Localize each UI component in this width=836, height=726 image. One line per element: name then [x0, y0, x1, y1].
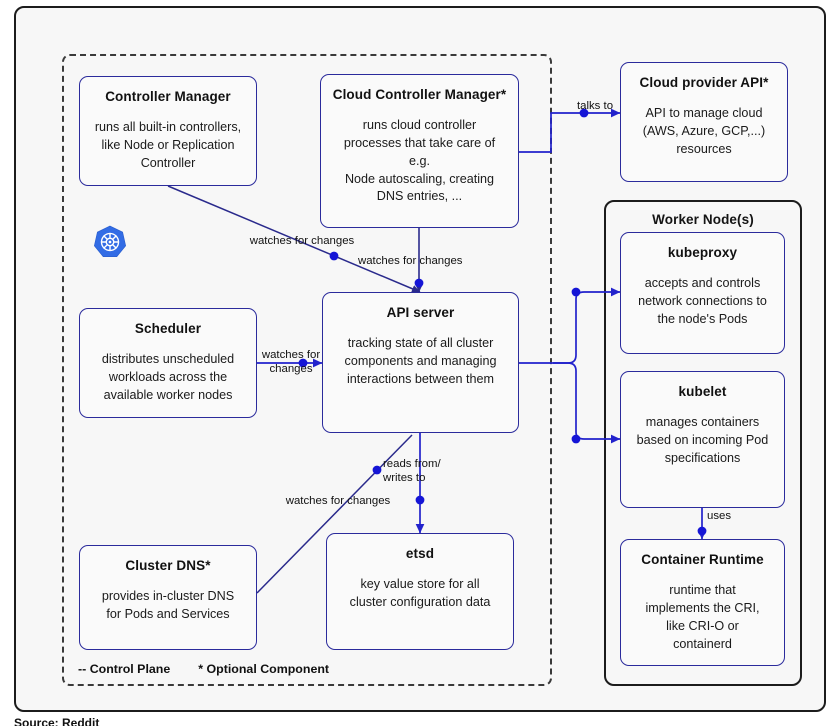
scheduler-desc: distributes unscheduled workloads across…	[101, 351, 235, 402]
kubelet-desc: manages containers based on incoming Pod…	[636, 414, 769, 465]
node-controller-manager[interactable]: Controller Manager runs all built-in con…	[79, 76, 257, 186]
cloud-provider-api-desc: API to manage cloud (AWS, Azure, GCP,...…	[642, 105, 766, 156]
node-cluster-dns[interactable]: Cluster DNS* provides in-cluster DNS for…	[79, 545, 257, 650]
kubeproxy-title: kubeproxy	[667, 245, 738, 260]
cloud-provider-api-title: Cloud provider API*	[639, 75, 769, 90]
legend: -- Control Plane * Optional Component	[78, 662, 329, 676]
etcd-title: etsd	[405, 546, 435, 561]
cloud-controller-manager-title: Cloud Controller Manager*	[332, 87, 507, 102]
node-container-runtime[interactable]: Container Runtime runtime that implement…	[620, 539, 785, 666]
cluster-dns-title: Cluster DNS*	[125, 558, 211, 573]
edge-label-watches-cluster-dns: watches for changes	[285, 495, 391, 507]
kubernetes-logo-icon	[93, 225, 127, 257]
node-cloud-provider-api[interactable]: Cloud provider API* API to manage cloud …	[620, 62, 788, 182]
node-api-server[interactable]: API server tracking state of all cluster…	[322, 292, 519, 433]
cluster-dns-desc: provides in-cluster DNS for Pods and Ser…	[101, 588, 235, 621]
worker-node-title: Worker Node(s)	[652, 212, 754, 227]
controller-manager-title: Controller Manager	[105, 89, 231, 104]
node-scheduler[interactable]: Scheduler distributes unscheduled worklo…	[79, 308, 257, 418]
kubelet-title: kubelet	[678, 384, 727, 399]
source-note: Source: Reddit	[14, 716, 100, 726]
api-server-desc: tracking state of all cluster components…	[344, 335, 497, 386]
edge-label-watches-controller-manager: watches for changes	[249, 235, 355, 247]
node-cloud-controller-manager[interactable]: Cloud Controller Manager* runs cloud con…	[320, 74, 519, 228]
edge-label-talks-to: talks to	[576, 100, 614, 112]
node-kubelet[interactable]: kubelet manages containers based on inco…	[620, 371, 785, 508]
node-etcd[interactable]: etsd key value store for all cluster con…	[326, 533, 514, 650]
legend-optional-component: * Optional Component	[198, 662, 330, 676]
cloud-controller-manager-desc: runs cloud controller processes that tak…	[343, 117, 496, 204]
api-server-title: API server	[386, 305, 455, 320]
node-kubeproxy[interactable]: kubeproxy accepts and controls network c…	[620, 232, 785, 354]
container-runtime-desc: runtime that implements the CRI, like CR…	[645, 582, 760, 651]
kubeproxy-desc: accepts and controls network connections…	[638, 275, 767, 326]
etcd-desc: key value store for all cluster configur…	[349, 576, 491, 609]
container-runtime-title: Container Runtime	[641, 552, 764, 567]
edge-label-uses: uses	[707, 510, 732, 522]
scheduler-title: Scheduler	[134, 321, 202, 336]
edge-label-watches-scheduler: watches for changes	[261, 349, 321, 376]
controller-manager-desc: runs all built-in controllers, like Node…	[94, 119, 242, 170]
legend-control-plane: -- Control Plane	[78, 662, 171, 676]
edge-label-reads-writes: reads from/ writes to	[383, 458, 441, 485]
edge-label-watches-cloud-controller-manager: watches for changes	[358, 255, 463, 267]
